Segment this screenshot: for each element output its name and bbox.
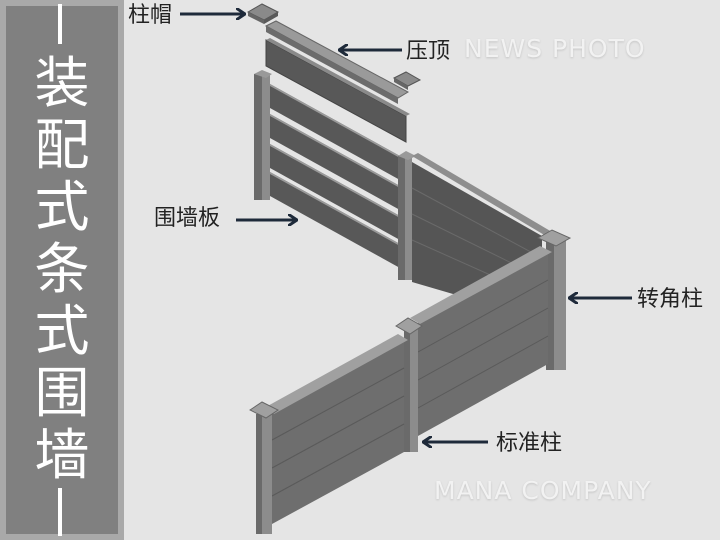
title-char: 墙 xyxy=(34,423,90,487)
label-post-cap: 柱帽 xyxy=(128,3,173,28)
lower-left-wall xyxy=(264,334,408,524)
standard-post xyxy=(395,317,423,452)
title-char: 装 xyxy=(34,51,90,115)
title-char: 式 xyxy=(34,299,90,363)
label-wall-panel: 围墙板 xyxy=(154,206,221,231)
end-post xyxy=(249,401,279,534)
sidebar-inner-panel xyxy=(6,6,118,534)
title-char: 条 xyxy=(34,237,90,301)
title-char: 式 xyxy=(34,175,90,239)
watermark-bottom: MANA COMPANY xyxy=(434,476,652,505)
left-panels xyxy=(270,84,400,268)
top-divider-line xyxy=(58,4,62,44)
vertical-title: 装 配 式 条 式 围 墙 xyxy=(0,52,124,486)
lower-right-wall xyxy=(410,246,552,436)
left-post xyxy=(254,70,272,200)
bottom-divider-line xyxy=(58,488,62,536)
sidebar-title-band: 装 配 式 条 式 围 墙 xyxy=(0,0,124,540)
title-char: 围 xyxy=(34,361,90,425)
label-standard-post: 标准柱 xyxy=(496,431,563,456)
post-cap-exploded-2 xyxy=(392,71,422,90)
label-coping: 压顶 xyxy=(406,39,451,64)
title-char: 配 xyxy=(34,113,90,177)
corner-post xyxy=(536,229,572,370)
coping-exploded xyxy=(264,20,410,104)
middle-post-top xyxy=(398,151,416,280)
watermark-top: NEWS PHOTO xyxy=(464,34,646,63)
label-corner-post: 转角柱 xyxy=(637,287,704,312)
panel-exploded xyxy=(265,38,410,143)
post-cap-exploded-1 xyxy=(246,3,280,24)
